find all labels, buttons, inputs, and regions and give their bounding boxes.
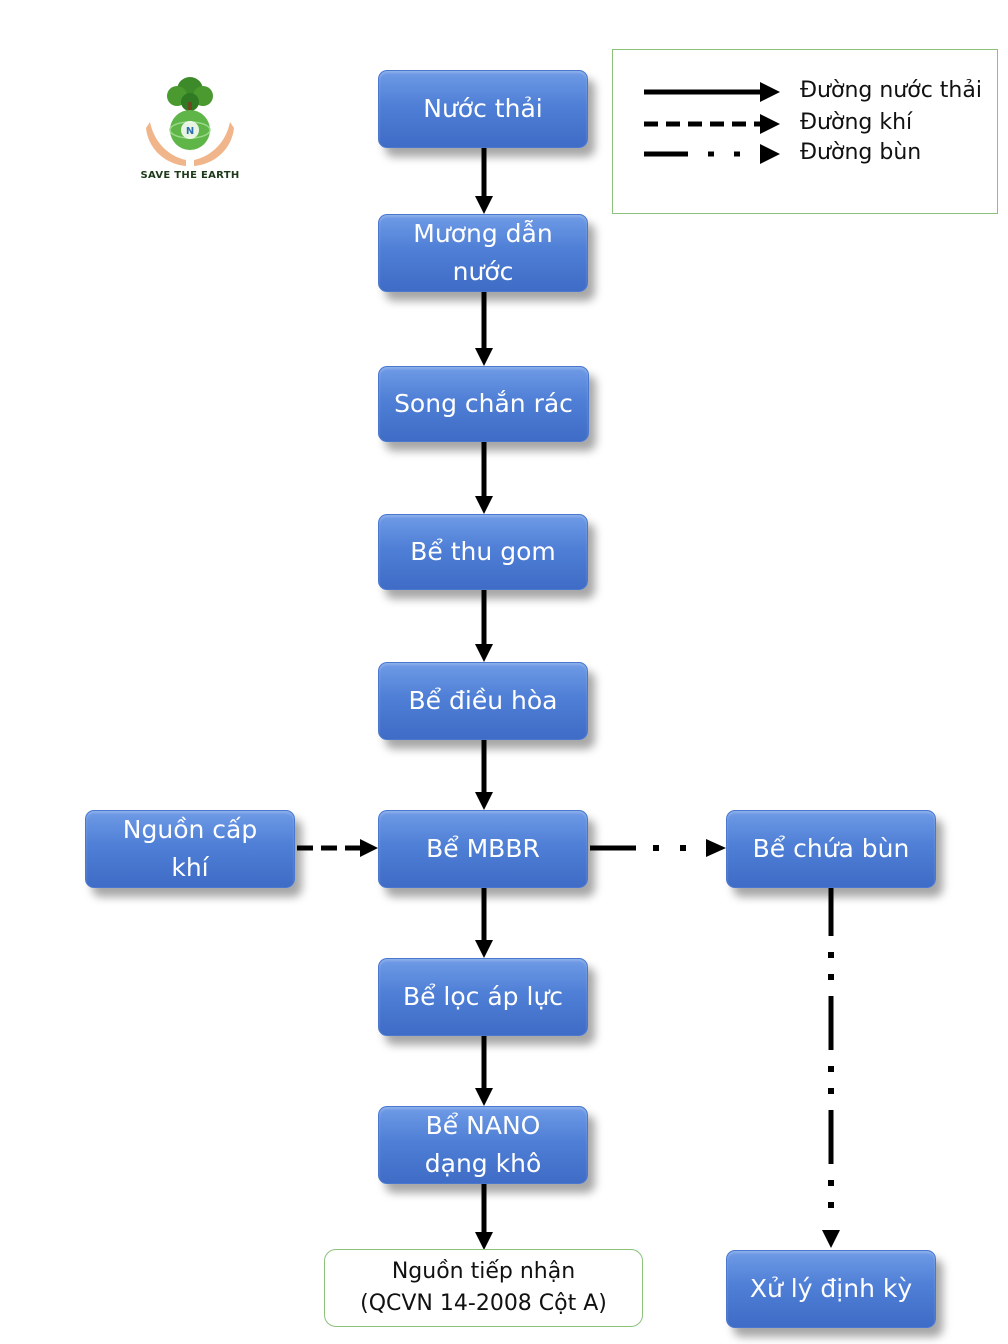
- legend-box: [612, 49, 998, 214]
- node-equalization-tank: Bể điều hòa: [378, 662, 588, 740]
- node-air-supply-label: Nguồn cấp khí: [122, 815, 258, 882]
- arrowhead-sludge: [706, 839, 726, 857]
- node-nano-tank-label: Bể NANO dạng khô: [424, 1111, 542, 1178]
- legend-wastewater-label: Đường nước thải: [800, 78, 982, 103]
- node-channel: Mương dẫn nước: [378, 214, 588, 292]
- node-screen-label: Song chắn rác: [394, 389, 573, 418]
- sludge-vdot-1: [828, 952, 834, 958]
- node-periodic-treatment-label: Xử lý định kỳ: [749, 1274, 913, 1303]
- node-receiving-source-label: Nguồn tiếp nhận (QCVN 14-2008 Cột A): [360, 1259, 607, 1316]
- arrowhead-mbbr: [475, 792, 493, 810]
- arrowhead-screen: [475, 348, 493, 366]
- node-sludge-tank: Bể chứa bùn: [726, 810, 936, 888]
- sludge-vdot-4: [828, 1088, 834, 1094]
- node-mbbr-tank-label: Bể MBBR: [426, 834, 540, 863]
- sludge-vdot-6: [828, 1202, 834, 1208]
- node-mbbr-tank: Bể MBBR: [378, 810, 588, 888]
- node-air-supply: Nguồn cấp khí: [85, 810, 295, 888]
- logo-caption: SAVE THE EARTH: [140, 170, 240, 181]
- arrowhead-collection: [475, 496, 493, 514]
- sludge-vdot-2: [828, 974, 834, 980]
- node-pressure-filter-label: Bể lọc áp lực: [402, 982, 564, 1011]
- arrowhead-filter: [475, 940, 493, 958]
- node-periodic-treatment: Xử lý định kỳ: [726, 1250, 936, 1328]
- legend-solid-arrowhead: [760, 82, 780, 102]
- sludge-dot-2: [680, 845, 686, 851]
- arrowhead-periodic: [822, 1230, 840, 1248]
- sludge-vdot-5: [828, 1180, 834, 1186]
- arrowhead-nano: [475, 1088, 493, 1106]
- node-channel-label: Mương dẫn nước: [413, 219, 553, 286]
- logo: N: [134, 72, 246, 184]
- node-equalization-tank-label: Bể điều hòa: [408, 686, 558, 715]
- node-sludge-tank-label: Bể chứa bùn: [752, 834, 910, 863]
- node-screen: Song chắn rác: [378, 366, 589, 442]
- arrowhead-receiving: [475, 1232, 493, 1250]
- sludge-dot-1: [653, 845, 659, 851]
- tree-globe-hands-icon: N: [146, 77, 234, 166]
- arrowhead-air: [360, 839, 378, 857]
- sludge-vdot-3: [828, 1066, 834, 1072]
- node-receiving-source: Nguồn tiếp nhận (QCVN 14-2008 Cột A): [324, 1249, 643, 1327]
- legend-air-label: Đường khí: [800, 110, 913, 135]
- arrowhead-channel: [475, 196, 493, 214]
- arrowhead-equalization: [475, 644, 493, 662]
- legend-dashdot-arrowhead: [760, 144, 780, 164]
- node-wastewater-label: Nước thải: [423, 94, 543, 123]
- node-pressure-filter: Bể lọc áp lực: [378, 958, 588, 1036]
- node-wastewater: Nước thải: [378, 70, 588, 148]
- node-nano-tank: Bể NANO dạng khô: [378, 1106, 588, 1184]
- svg-text:N: N: [186, 126, 194, 137]
- node-collection-tank-label: Bể thu gom: [410, 537, 556, 566]
- node-collection-tank: Bể thu gom: [378, 514, 588, 590]
- legend-sludge-label: Đường bùn: [800, 140, 922, 165]
- legend-dashed-arrowhead: [760, 114, 780, 134]
